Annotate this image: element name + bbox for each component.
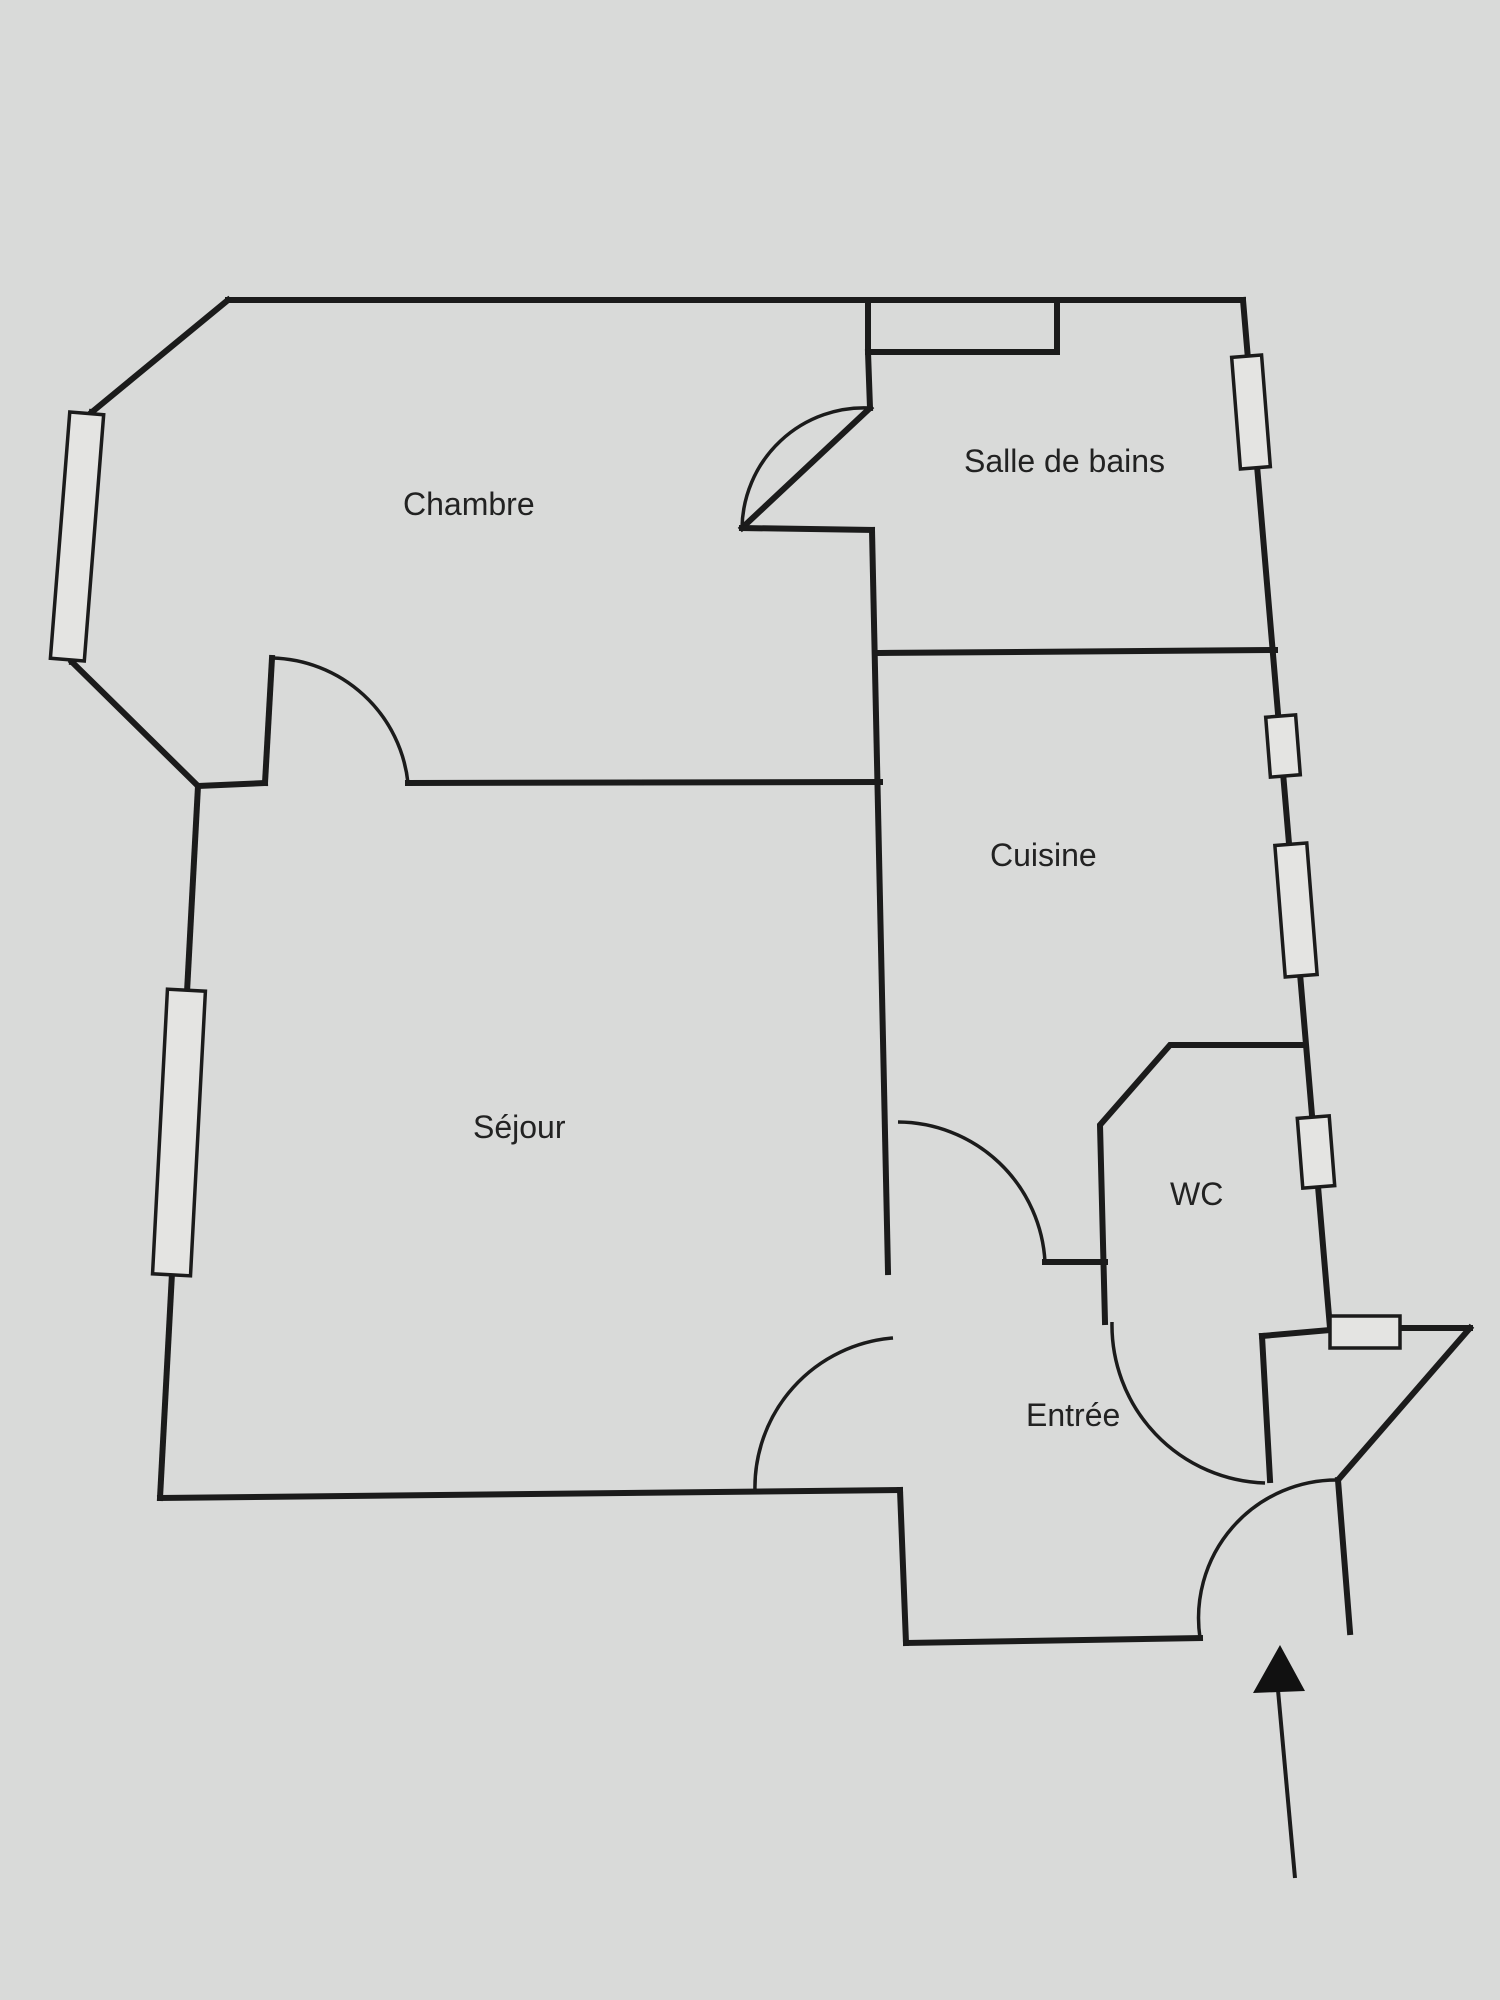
- interior-walls: [194, 297, 1334, 1484]
- window-wc: [1295, 1113, 1337, 1191]
- room-label-salle-de-bains: Salle de bains: [964, 443, 1165, 479]
- doors: [261, 403, 1339, 1639]
- room-label-chambre: Chambre: [403, 486, 535, 522]
- door-sejour: [753, 1336, 894, 1493]
- door-entree: [1196, 1478, 1339, 1639]
- door-salle-de-bains: [737, 403, 876, 534]
- entrance-arrow-icon: [1253, 1645, 1305, 1879]
- window-chambre: [48, 410, 106, 663]
- door-wc: [1110, 1321, 1266, 1485]
- window-sejour: [150, 987, 208, 1278]
- window-salle-de-bains: [1229, 353, 1273, 471]
- window-cuisine-large: [1272, 841, 1320, 979]
- room-label-wc: WC: [1170, 1176, 1223, 1212]
- room-label-entree: Entrée: [1026, 1397, 1120, 1433]
- window-landing: [1328, 1314, 1402, 1350]
- room-label-sejour: Séjour: [473, 1109, 566, 1145]
- windows: [48, 353, 1402, 1350]
- door-chambre: [261, 654, 410, 787]
- window-cuisine-small: [1263, 713, 1303, 779]
- door-cuisine: [897, 1120, 1047, 1263]
- room-label-cuisine: Cuisine: [990, 837, 1097, 873]
